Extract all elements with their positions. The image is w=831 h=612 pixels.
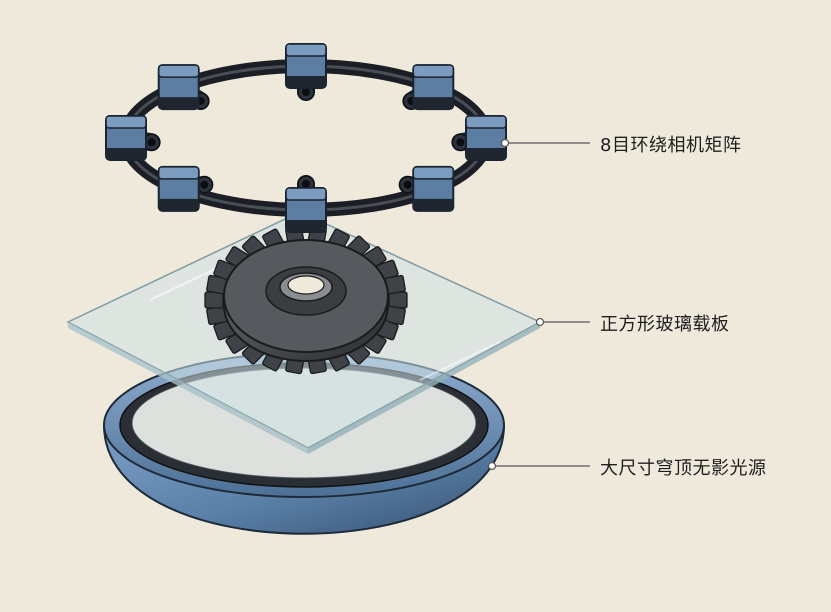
label-dome-light: 大尺寸穹顶无影光源 — [600, 458, 767, 479]
cameras — [105, 43, 507, 233]
camera-module — [157, 64, 210, 111]
camera-module — [398, 165, 455, 212]
gear-tooth — [388, 291, 408, 309]
label-camera-array: 8目环绕相机矩阵 — [600, 135, 742, 156]
gear-tooth — [204, 291, 224, 309]
camera-module — [285, 175, 327, 233]
camera-module — [451, 115, 507, 161]
label-glass-stage: 正方形玻璃载板 — [600, 314, 730, 335]
gear-workpiece — [204, 225, 408, 375]
camera-module — [285, 43, 327, 101]
camera-ring-array — [105, 43, 507, 233]
camera-module — [402, 64, 455, 111]
camera-module — [105, 115, 161, 161]
camera-module — [157, 165, 214, 212]
callout-lines — [487, 138, 590, 471]
